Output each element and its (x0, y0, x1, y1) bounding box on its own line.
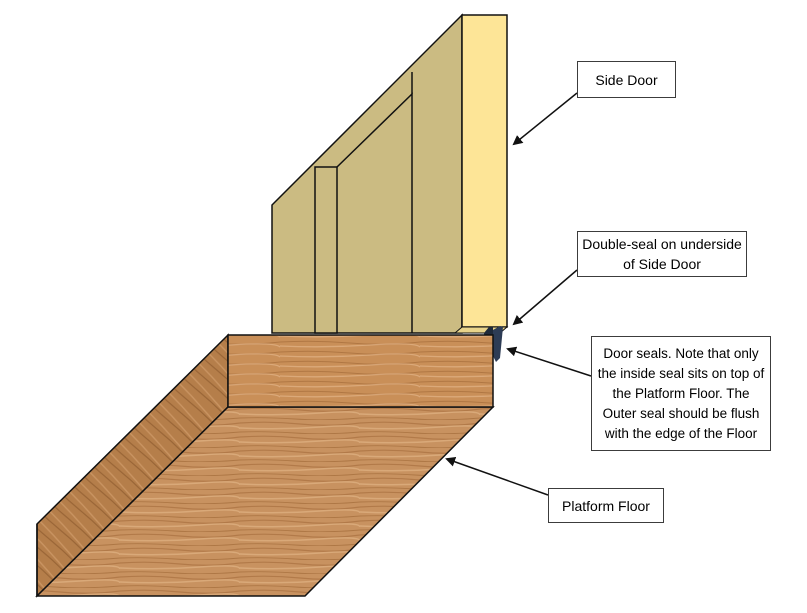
label-side-door: Side Door (577, 61, 676, 98)
label-double-seal: Double-seal on underside of Side Door (577, 231, 747, 277)
arrow-platform-floor (445, 456, 549, 496)
arrow-door-seals (506, 346, 592, 377)
label-platform-floor: Platform Floor (548, 488, 664, 523)
platform-floor-front-face (227, 334, 494, 408)
arrow-side-door (512, 92, 578, 146)
side-door-back-panel (271, 13, 463, 334)
arrow-double-seal (512, 269, 578, 326)
side-door-stud (314, 166, 338, 334)
label-door-seals: Door seals. Note that only the inside se… (591, 336, 771, 451)
side-door-edge (461, 14, 508, 328)
inner-seal (493, 326, 503, 362)
